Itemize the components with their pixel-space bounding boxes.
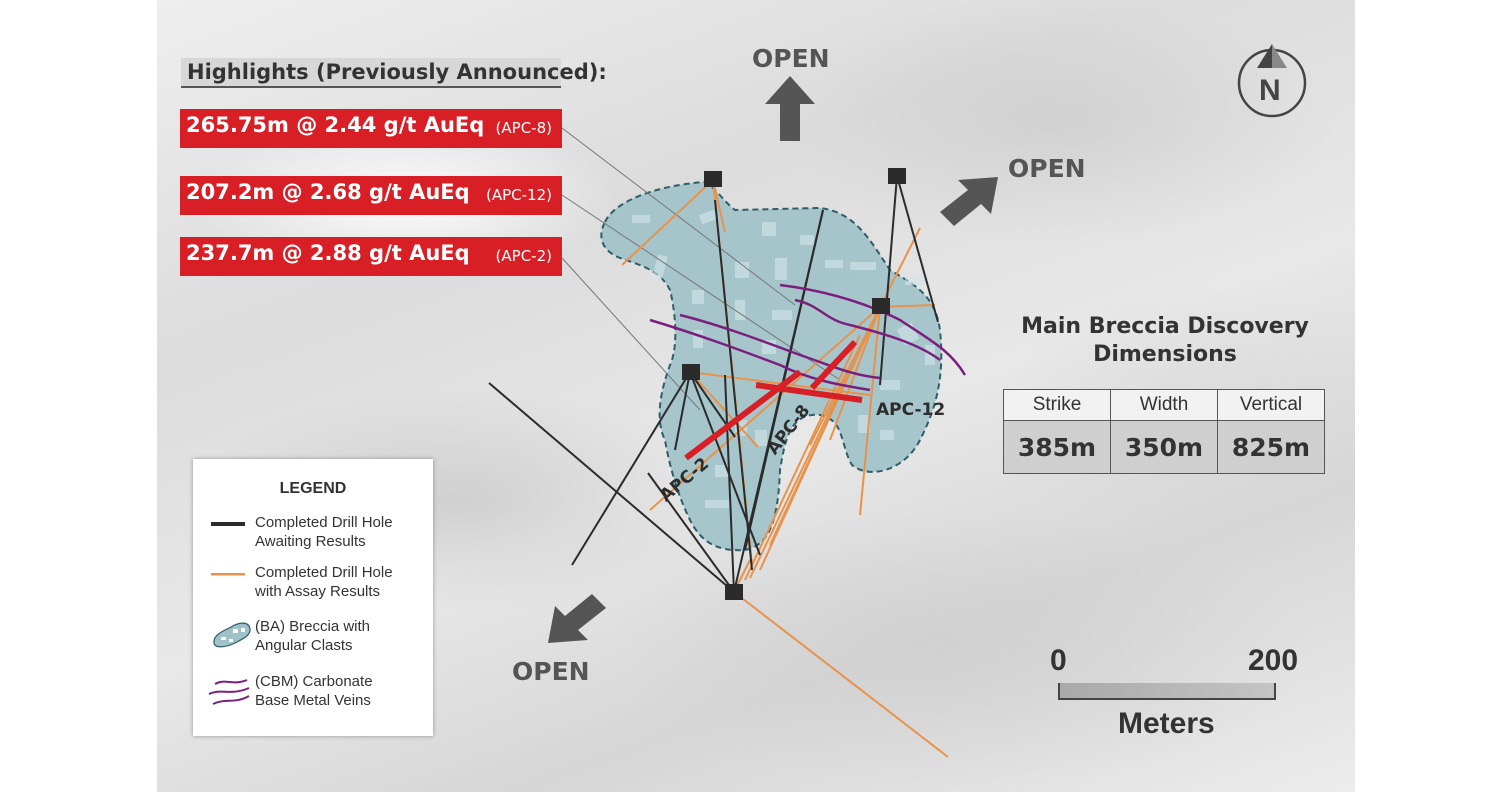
value-vertical: 825m <box>1217 420 1325 474</box>
dimensions-title: Main Breccia Discovery Dimensions <box>1021 314 1309 367</box>
highlight-apc12: 207.2m @ 2.68 g/t AuEq (APC-12) <box>180 176 562 215</box>
highlight-value: 265.75m @ 2.44 g/t AuEq <box>186 113 485 137</box>
highlight-apc2: 237.7m @ 2.88 g/t AuEq (APC-2) <box>180 237 562 276</box>
open-label-northeast: OPEN <box>1008 154 1086 183</box>
legend-entry-veins: (CBM) Carbonate Base Metal Veins <box>255 673 373 709</box>
arrow-northeast-icon <box>940 177 998 226</box>
dimensions-table: Strike Width Vertical 385m 350m 825m <box>1003 389 1325 474</box>
hole-label-apc12: APC-12 <box>876 400 946 420</box>
highlights-title: Highlights (Previously Announced): <box>181 58 607 88</box>
highlight-hole: (APC-2) <box>495 247 552 265</box>
scale-start: 0 <box>1050 644 1067 677</box>
highlight-value: 207.2m @ 2.68 g/t AuEq <box>186 180 470 204</box>
orange-line-icon <box>211 573 245 576</box>
legend-entry-assay: Completed Drill Hole with Assay Results <box>255 564 393 600</box>
header-width: Width <box>1110 389 1218 421</box>
legend-entry-breccia: (BA) Breccia with Angular Clasts <box>255 618 371 654</box>
open-arrows <box>548 76 998 643</box>
carbonate-veins <box>649 283 967 392</box>
scale-bar <box>1058 683 1276 700</box>
awaiting-drill-holes <box>488 175 939 593</box>
header-strike: Strike <box>1003 389 1111 421</box>
intercepts <box>684 339 863 461</box>
highlight-hole: (APC-12) <box>486 186 552 204</box>
scale-unit: Meters <box>1118 707 1215 740</box>
black-line-icon <box>211 522 245 526</box>
north-label: N <box>1259 74 1281 107</box>
legend-title: LEGEND <box>279 480 347 497</box>
breccia-icon <box>213 622 251 648</box>
value-strike: 385m <box>1003 420 1111 474</box>
legend: LEGEND Completed Drill Hole Awaiting Res… <box>193 459 433 736</box>
legend-entry-awaiting: Completed Drill Hole Awaiting Results <box>255 514 393 550</box>
highlight-value: 237.7m @ 2.88 g/t AuEq <box>186 241 470 265</box>
open-label-southwest: OPEN <box>512 657 590 686</box>
leader-lines <box>561 127 841 411</box>
scale-end: 200 <box>1248 644 1299 677</box>
veins-icon <box>208 679 250 705</box>
highlight-apc8: 265.75m @ 2.44 g/t AuEq (APC-8) <box>180 109 562 148</box>
header-vertical: Vertical <box>1217 389 1325 421</box>
arrow-up-icon <box>765 76 815 141</box>
north-arrow-icon <box>1237 44 1307 118</box>
drill-collars <box>682 168 906 600</box>
highlight-hole: (APC-8) <box>495 119 552 137</box>
open-label-north: OPEN <box>752 44 830 73</box>
value-width: 350m <box>1110 420 1218 474</box>
arrow-southwest-icon <box>548 594 606 643</box>
